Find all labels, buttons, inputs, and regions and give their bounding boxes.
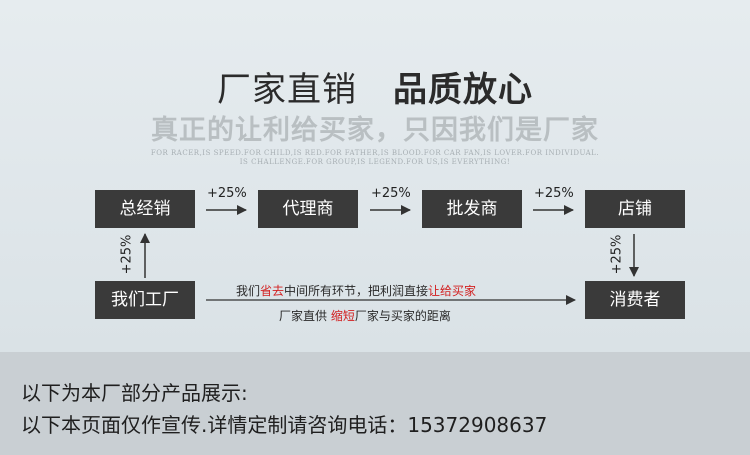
box-factory: 我们工厂 — [95, 281, 195, 319]
markup-label-right: +25% — [609, 234, 625, 275]
headline-part2: 品质放心 — [393, 70, 533, 110]
box-store: 店铺 — [585, 190, 685, 228]
headline-part1: 厂家直销 — [217, 70, 357, 110]
markup-label-1: +25% — [207, 186, 247, 201]
note-highlight: 省去 — [260, 284, 285, 298]
note-highlight: 让给买家 — [428, 284, 477, 298]
box-consumer: 消费者 — [585, 281, 685, 319]
markup-label-2: +25% — [371, 186, 411, 201]
markup-label-left: +25% — [119, 234, 135, 275]
footer-line1: 以下为本厂部分产品展示: — [21, 381, 248, 405]
headline: 厂家直销品质放心 — [0, 62, 750, 111]
box-wholesaler: 批发商 — [422, 190, 522, 228]
footer-line2: 以下本页面仅作宣传.详情定制请咨询电话：15372908637 — [21, 413, 548, 437]
box-distributor: 总经销 — [95, 190, 195, 228]
note-highlight: 缩短 — [330, 309, 355, 323]
tagline-line2: IS CHALLENGE.FOR GROUP,IS LEGEND.FOR US,… — [239, 158, 511, 166]
markup-label-3: +25% — [534, 186, 574, 201]
note-line1: 我们省去中间所有环节，把利润直接让给买家 — [236, 284, 477, 298]
banner-footer-section — [0, 352, 750, 455]
tagline-line1: FOR RACER,IS SPEED.FOR CHILD,IS RED.FOR … — [150, 149, 600, 157]
box-agent: 代理商 — [258, 190, 358, 228]
note-line2: 厂家直供 缩短厂家与买家的距离 — [279, 309, 451, 323]
subheadline: 真正的让利给买家，只因我们是厂家 — [151, 115, 599, 146]
